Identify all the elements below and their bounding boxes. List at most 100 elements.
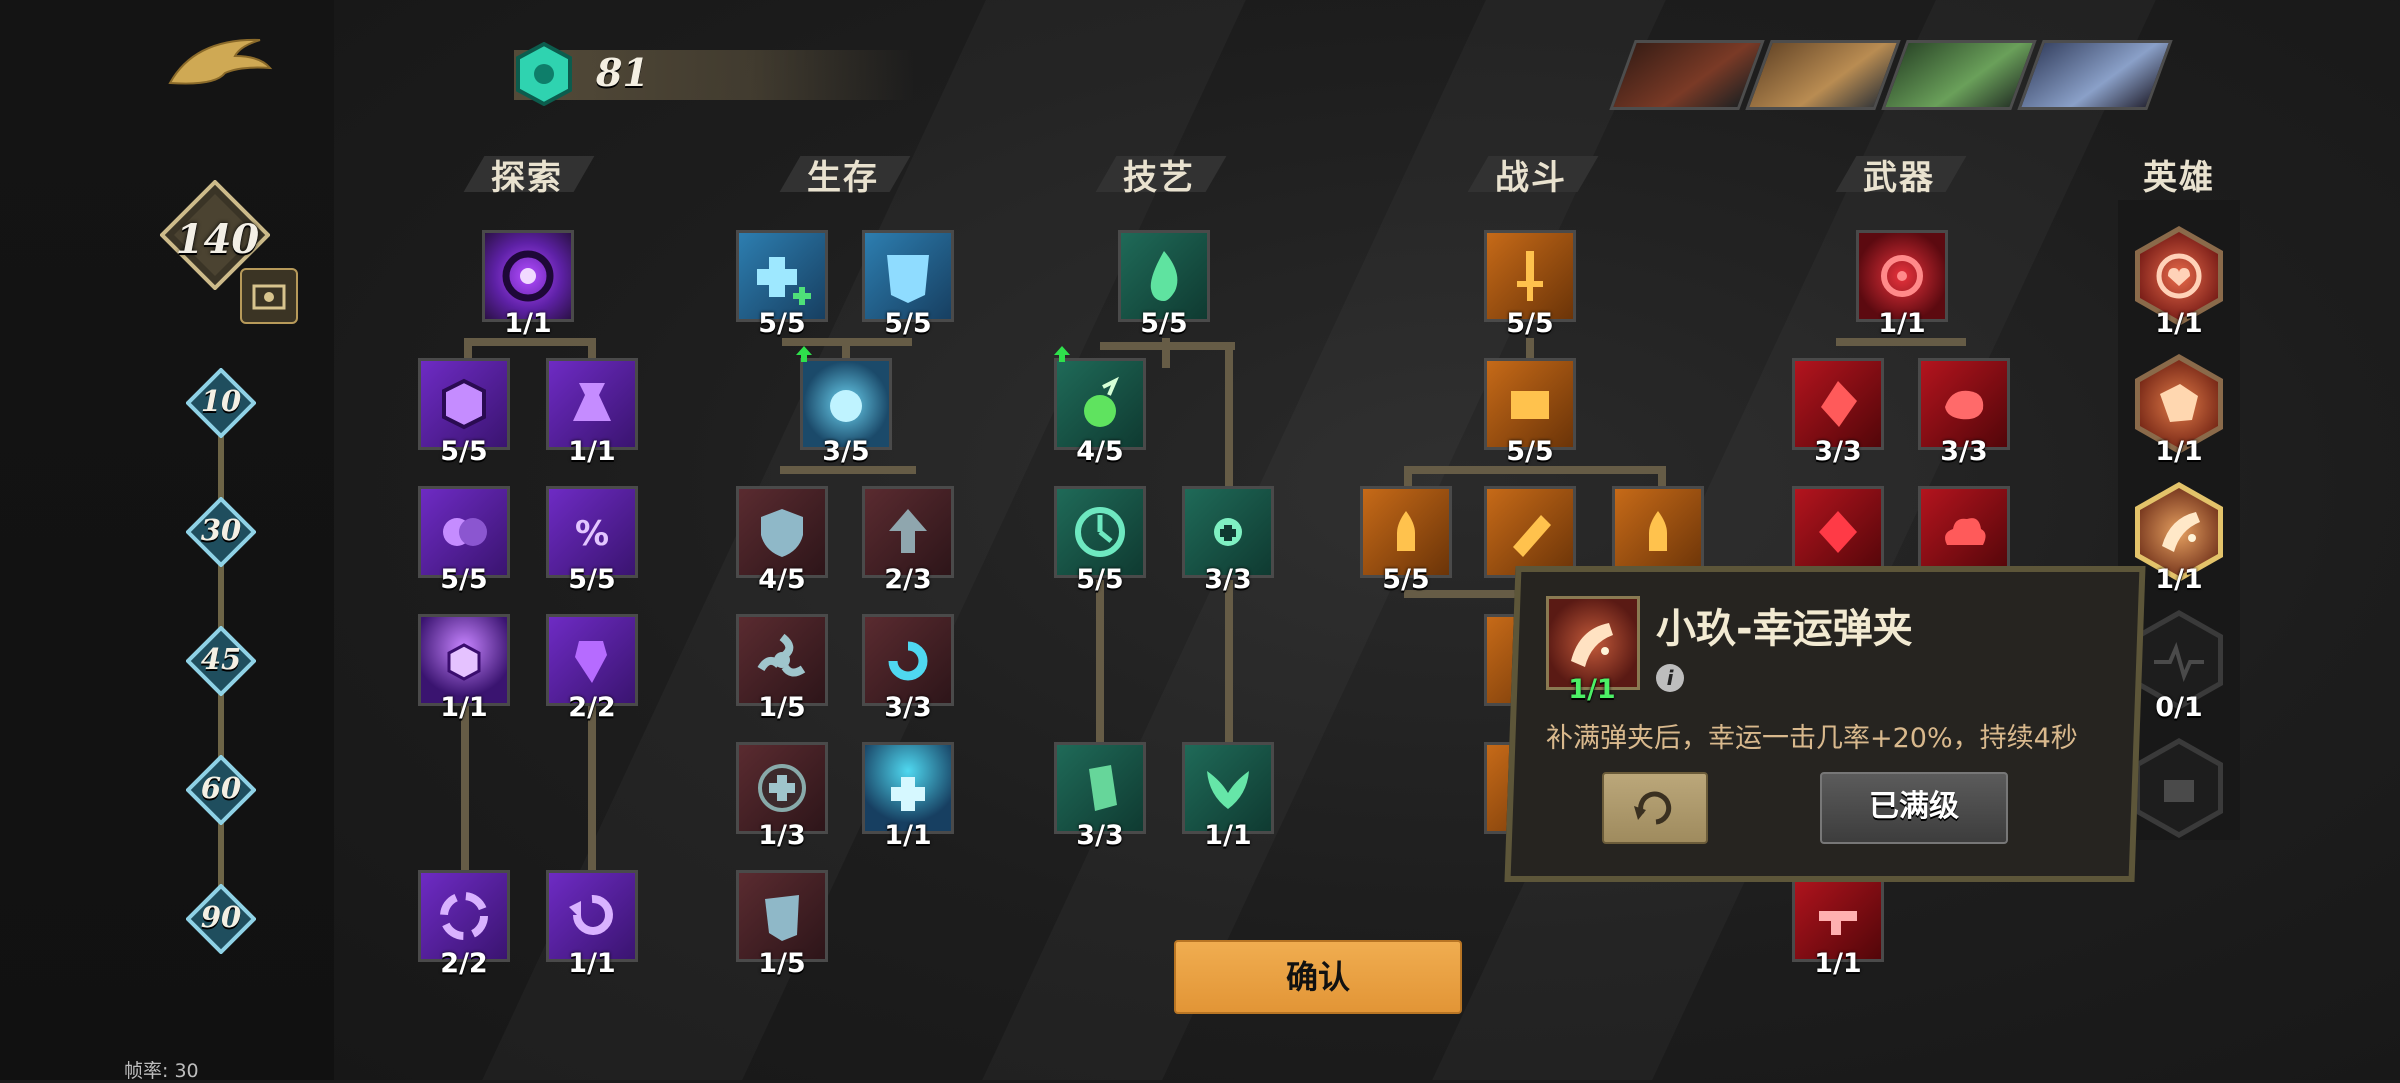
talent-explore-8[interactable] [418,870,510,962]
wings-icon [1207,771,1249,809]
tooltip-description: 补满弹夹后，幸运一击几率+20%，持续4秒 [1546,723,2078,754]
swirl-icon [888,641,928,681]
currency-value: 81 [596,50,649,95]
talent-level: 1/1 [440,692,488,723]
talent-explore-2[interactable] [418,358,510,450]
talent-level: 4/5 [1076,436,1124,467]
talent-hero-4[interactable] [2135,610,2223,710]
talent-weapon-2[interactable] [1792,358,1884,450]
cycle-icon [440,892,488,940]
talent-survive-3[interactable] [800,358,892,450]
talent-explore-9[interactable] [546,870,638,962]
talent-explore-7[interactable] [546,614,638,706]
talent-level: 5/5 [884,308,932,339]
talent-hero-1[interactable] [2135,226,2223,326]
talent-explore-3[interactable] [546,358,638,450]
talent-level: 3/3 [1076,820,1124,851]
talent-weapon-4[interactable] [1792,486,1884,578]
bullet-icon [1649,511,1667,551]
talent-level: 3/5 [822,436,870,467]
player-level: 140 [175,216,260,263]
reset-button[interactable] [1602,772,1708,844]
talent-level: 5/5 [1382,564,1430,595]
regen-orb-icon [830,390,862,422]
talent-survive-10[interactable] [736,870,828,962]
talent-weapon-5[interactable] [1918,486,2010,578]
milestone-label: 60 [200,771,242,805]
talent-level: 3/3 [1940,436,1988,467]
milestone-10[interactable]: 10 [185,367,257,439]
milestone-30[interactable]: 30 [185,496,257,568]
talent-level: 3/3 [1814,436,1862,467]
milestone-diamond-icon [185,367,257,439]
talent-weapon-6[interactable] [1792,870,1884,962]
talent-weapon-1[interactable] [1856,230,1948,322]
shatter-icon [2160,384,2198,422]
spin-icon [757,633,806,677]
talent-combat-3[interactable] [1360,486,1452,578]
armor-plate-icon [765,895,799,941]
max-level-button[interactable]: 已满级 [1820,772,2008,844]
milestone-60[interactable]: 60 [185,754,257,826]
talent-combat-2[interactable] [1484,358,1576,450]
talent-explore-1[interactable] [482,230,574,322]
talent-level: 5/5 [1140,308,1188,339]
chest-icon [252,284,286,310]
talent-combat-5[interactable] [1612,486,1704,578]
talent-weapon-3[interactable] [1918,358,2010,450]
talent-hero-5[interactable] [2135,738,2223,838]
talent-hero-3[interactable] [2135,482,2223,582]
milestone-diamond-icon [185,496,257,568]
talent-survive-6[interactable] [736,614,828,706]
talent-survive-5[interactable] [862,486,954,578]
talent-survive-4[interactable] [736,486,828,578]
talent-level: 1/1 [568,436,616,467]
discount-icon: % [575,514,609,554]
talent-hero-2[interactable] [2135,354,2223,454]
talent-survive-2[interactable] [862,230,954,322]
tooltip-talent-icon [1546,596,1640,690]
talent-survive-8[interactable] [736,742,828,834]
talent-explore-6[interactable] [418,614,510,706]
vortex-icon [502,250,554,302]
talent-skill-5[interactable] [1054,742,1146,834]
milestone-label: 30 [200,513,242,547]
grenade-icon [1084,376,1119,427]
talent-skill-1[interactable] [1118,230,1210,322]
category-combat: 战斗 [1495,158,1567,198]
talent-level: 5/5 [1506,308,1554,339]
talent-skill-3[interactable] [1054,486,1146,578]
talent-level: 1/5 [758,692,806,723]
talent-explore-4[interactable] [418,486,510,578]
talent-level: 1/3 [758,820,806,851]
info-icon[interactable]: i [1656,664,1684,692]
milestone-label: 10 [200,384,242,418]
fps-label: 帧率: 30 [124,1060,199,1082]
milestone-90[interactable]: 90 [185,883,257,955]
hero-tab-2[interactable] [1745,40,1901,110]
talent-combat-4[interactable] [1484,486,1576,578]
hero-tab-1[interactable] [1609,40,1765,110]
category-explore: 探索 [491,158,563,198]
talent-skill-6[interactable] [1182,742,1274,834]
armor-icon [887,255,929,303]
chest-button[interactable] [240,268,298,324]
talent-skill-4[interactable] [1182,486,1274,578]
confirm-button[interactable]: 确认 [1174,940,1462,1014]
talent-survive-7[interactable] [862,614,954,706]
talent-combat-1[interactable] [1484,230,1576,322]
talent-level: 3/3 [1204,564,1252,595]
upgrade-arrow-icon [796,346,812,362]
talent-skill-2[interactable] [1054,358,1146,450]
talent-level: 2/2 [568,692,616,723]
hero-tab-4[interactable] [2017,40,2173,110]
milestone-45[interactable]: 45 [185,625,257,697]
heal-beam-icon [891,777,925,811]
hero-tab-3[interactable] [1881,40,2037,110]
talent-survive-9[interactable] [862,742,954,834]
talent-survive-1[interactable] [736,230,828,322]
talent-explore-5[interactable]: % [546,486,638,578]
talent-level: 0/1 [2155,692,2203,723]
heal-plus-icon [757,257,811,305]
milestone-diamond-icon [185,754,257,826]
